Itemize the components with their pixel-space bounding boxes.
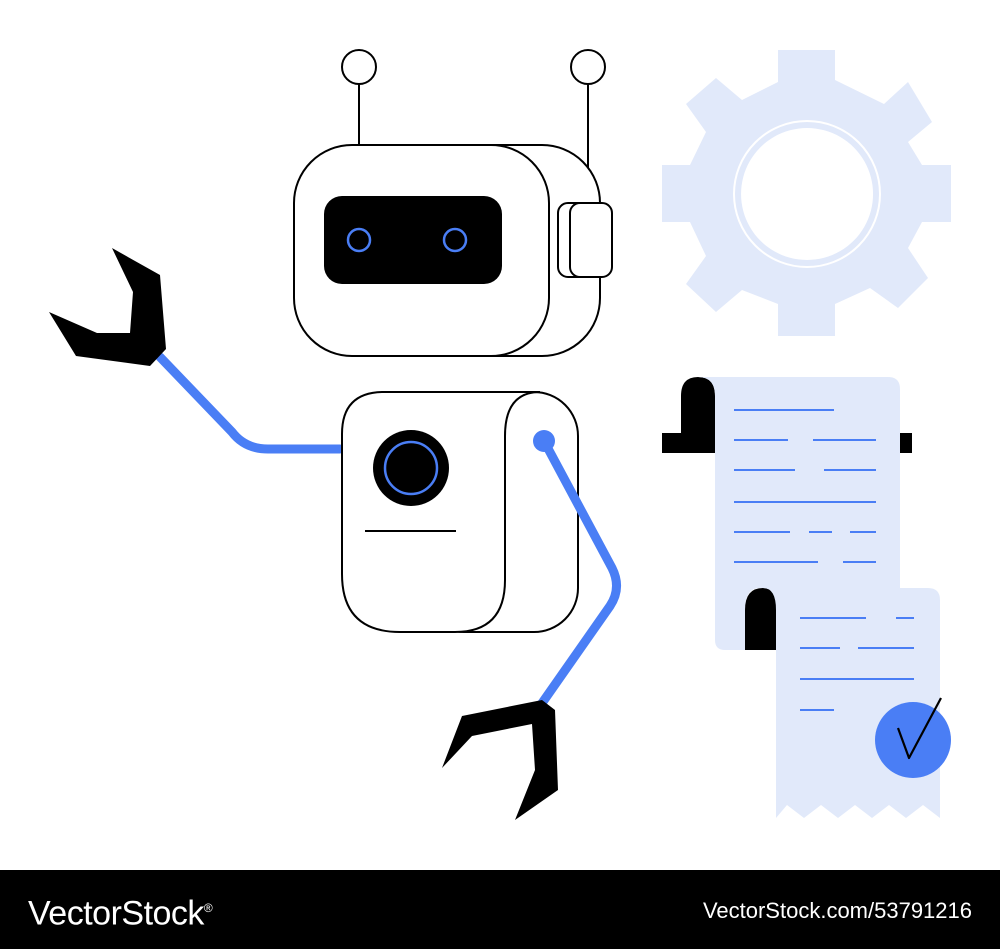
antenna-left [341,49,377,148]
arm-left [155,352,345,454]
visor [324,196,502,284]
receipt-text-lines [800,617,914,711]
checkmark-icon [875,697,951,778]
gear-icon [662,50,951,336]
footer-bar: VectorStock® VectorStock.com/53791216 [0,870,1000,949]
vectorstock-logo[interactable]: VectorStock® [28,888,213,933]
arm-right [533,430,621,711]
claw-left [49,248,166,366]
robot-head [293,144,601,357]
robot-body [341,391,579,633]
robot-automation-illustration [49,49,951,820]
paper-scroll-icon [662,377,912,650]
scroll-text-lines [734,409,876,563]
ear-module [557,202,613,278]
eye-right [442,227,468,253]
body-lens [373,430,449,506]
claw-right [442,700,558,820]
brand-text: VectorStock [28,894,204,933]
stock-image-id[interactable]: VectorStock.com/53791216 [702,898,972,923]
eye-left [346,227,372,253]
registered-mark: ® [203,901,213,915]
shoulder-joint [533,430,555,452]
